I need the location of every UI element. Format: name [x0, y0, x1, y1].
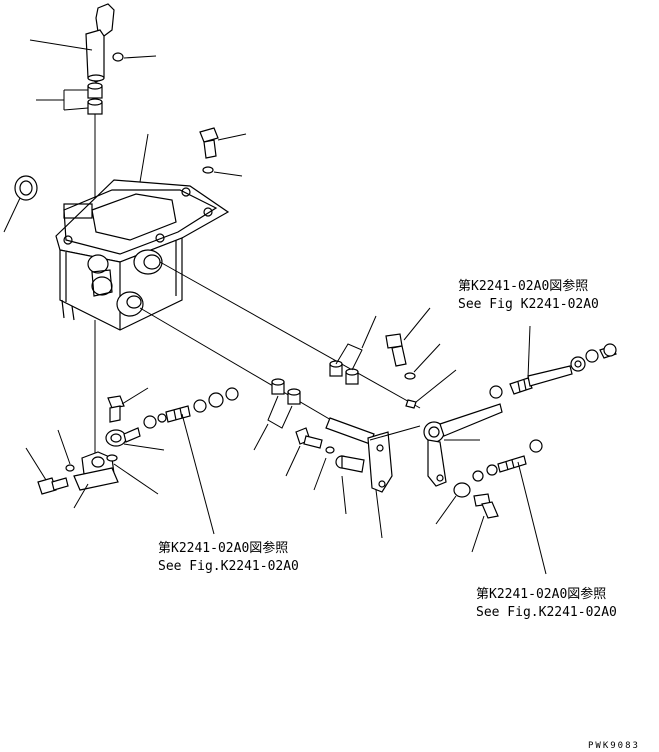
rod-end-chain-left	[143, 387, 239, 429]
grommet	[14, 175, 38, 201]
lever-arm	[423, 403, 503, 487]
leader-bracket	[36, 89, 89, 111]
leader	[375, 489, 383, 539]
leader	[253, 423, 269, 451]
reference-label-en-2: See Fig.K2241-02A0	[158, 559, 299, 574]
bolt	[107, 395, 125, 423]
leader	[361, 315, 377, 349]
leader	[121, 387, 149, 405]
drawing-code: PWK9083	[588, 741, 640, 751]
leader	[403, 307, 431, 341]
leader	[415, 369, 457, 403]
link-line-upper	[159, 261, 421, 409]
bolt	[37, 477, 69, 495]
leader	[413, 343, 441, 373]
lever-housing	[55, 179, 230, 331]
leader	[139, 133, 149, 183]
leader	[123, 443, 165, 451]
pin	[335, 455, 365, 473]
reference-label-en-3: See Fig.K2241-02A0	[476, 605, 617, 620]
washer	[404, 372, 416, 380]
bracket-block	[73, 451, 119, 491]
rod-end-right-bottom	[453, 439, 543, 498]
leader	[313, 457, 327, 491]
bell-crank-bracket	[367, 431, 393, 493]
bushing-top	[87, 82, 103, 99]
bushing-bottom	[87, 98, 103, 115]
leader	[369, 425, 421, 441]
leader	[471, 515, 485, 553]
reference-label-jp-2: 第K2241-02A0図参照	[158, 540, 288, 556]
rod-end-left	[105, 427, 141, 447]
washer	[65, 464, 75, 472]
leader	[73, 483, 89, 509]
reference-leader	[181, 413, 215, 535]
leader	[123, 55, 157, 59]
leader	[57, 429, 71, 465]
leader	[25, 447, 47, 481]
key	[405, 399, 417, 409]
bolt	[473, 493, 499, 519]
leader	[213, 171, 243, 177]
lever-rod	[85, 3, 115, 83]
bolt	[199, 127, 219, 159]
washer	[325, 446, 335, 454]
rod-end-right-top	[489, 343, 617, 399]
leader	[3, 197, 21, 233]
leader-bracket	[335, 343, 363, 371]
leader	[113, 463, 159, 495]
bolt	[295, 427, 323, 449]
leader-bracket	[267, 395, 293, 429]
leader	[341, 475, 347, 515]
shaft	[325, 417, 375, 445]
reference-label-jp-3: 第K2241-02A0図参照	[476, 586, 606, 602]
reference-label-en-1: See Fig K2241-02A0	[458, 297, 599, 312]
reference-leader	[517, 461, 547, 575]
reference-label-jp-1: 第K2241-02A0図参照	[458, 278, 588, 294]
bushing-pair-lower	[271, 378, 301, 405]
bolt	[385, 333, 407, 367]
leader	[29, 39, 93, 51]
leader	[435, 495, 457, 525]
leader	[285, 445, 301, 477]
reference-leader	[527, 325, 531, 379]
small-ring	[112, 52, 124, 62]
washer	[202, 166, 214, 174]
leader	[217, 133, 247, 141]
bushing-pair-upper	[329, 360, 359, 385]
